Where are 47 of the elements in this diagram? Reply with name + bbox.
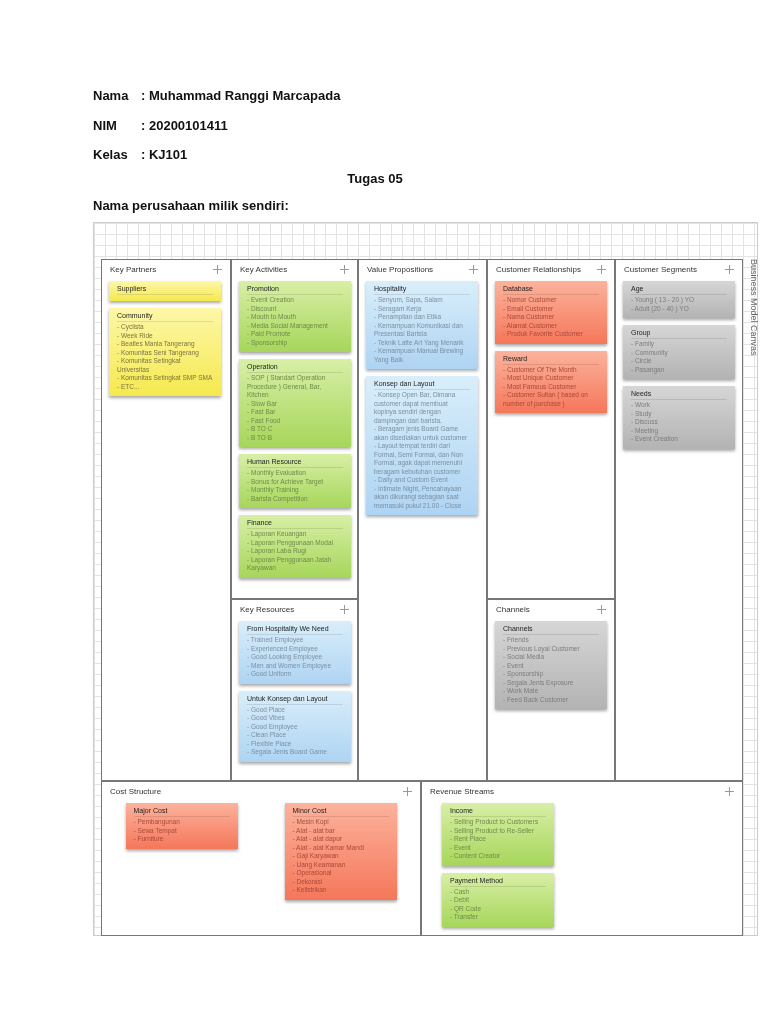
canvas-section <box>487 599 615 781</box>
section-heading: Customer Relationships <box>496 264 581 275</box>
sticky-note <box>239 621 351 684</box>
sticky-note <box>239 359 351 447</box>
field-label: NIM <box>93 116 118 135</box>
sticky-note <box>239 281 351 352</box>
sticky-note <box>109 281 221 301</box>
canvas-section <box>421 781 743 936</box>
sticky-note <box>442 872 554 927</box>
sticky-note <box>109 308 221 396</box>
field-value: : 20200101411 <box>141 116 229 135</box>
section-heading: Key Resources <box>240 604 295 615</box>
field-label: Nama <box>93 87 130 105</box>
canvas-section <box>231 599 358 781</box>
sticky-note <box>623 325 735 379</box>
canvas-section <box>101 259 231 781</box>
section-heading: Value Propositions <box>367 264 434 275</box>
sticky-note <box>366 376 478 515</box>
sticky-note <box>442 803 554 866</box>
sticky-note <box>125 803 238 849</box>
canvas-side-label: Business Model Canvas <box>747 259 760 356</box>
assignment-title: Tugas 05 <box>346 170 404 188</box>
field-value: : KJ101 <box>141 146 189 164</box>
sticky-note <box>495 281 607 344</box>
sticky-note <box>239 515 351 578</box>
canvas-section <box>358 259 487 781</box>
sticky-note <box>284 803 397 900</box>
sticky-note <box>366 281 478 369</box>
canvas-section <box>487 259 615 599</box>
section-heading: Key Partners <box>110 264 157 275</box>
section-heading: Channels <box>496 604 530 615</box>
sticky-note <box>495 350 607 413</box>
sticky-note <box>495 621 607 709</box>
section-heading: Key Activities <box>240 264 288 275</box>
canvas-section <box>101 781 421 936</box>
sticky-note <box>623 281 735 318</box>
field-label: Kelas <box>93 146 129 164</box>
section-heading: Cost Structure <box>110 786 162 797</box>
section-heading: Customer Segments <box>624 264 697 275</box>
company-line: Nama perusahaan milik sendiri: <box>93 197 289 215</box>
field-value: : Muhammad Ranggi Marcapada <box>141 87 341 105</box>
canvas-section <box>231 259 358 599</box>
sticky-note <box>239 690 351 762</box>
section-heading: Revenue Streams <box>430 786 495 797</box>
sticky-note <box>239 454 351 508</box>
canvas-section <box>615 259 743 781</box>
sticky-note <box>623 386 735 449</box>
